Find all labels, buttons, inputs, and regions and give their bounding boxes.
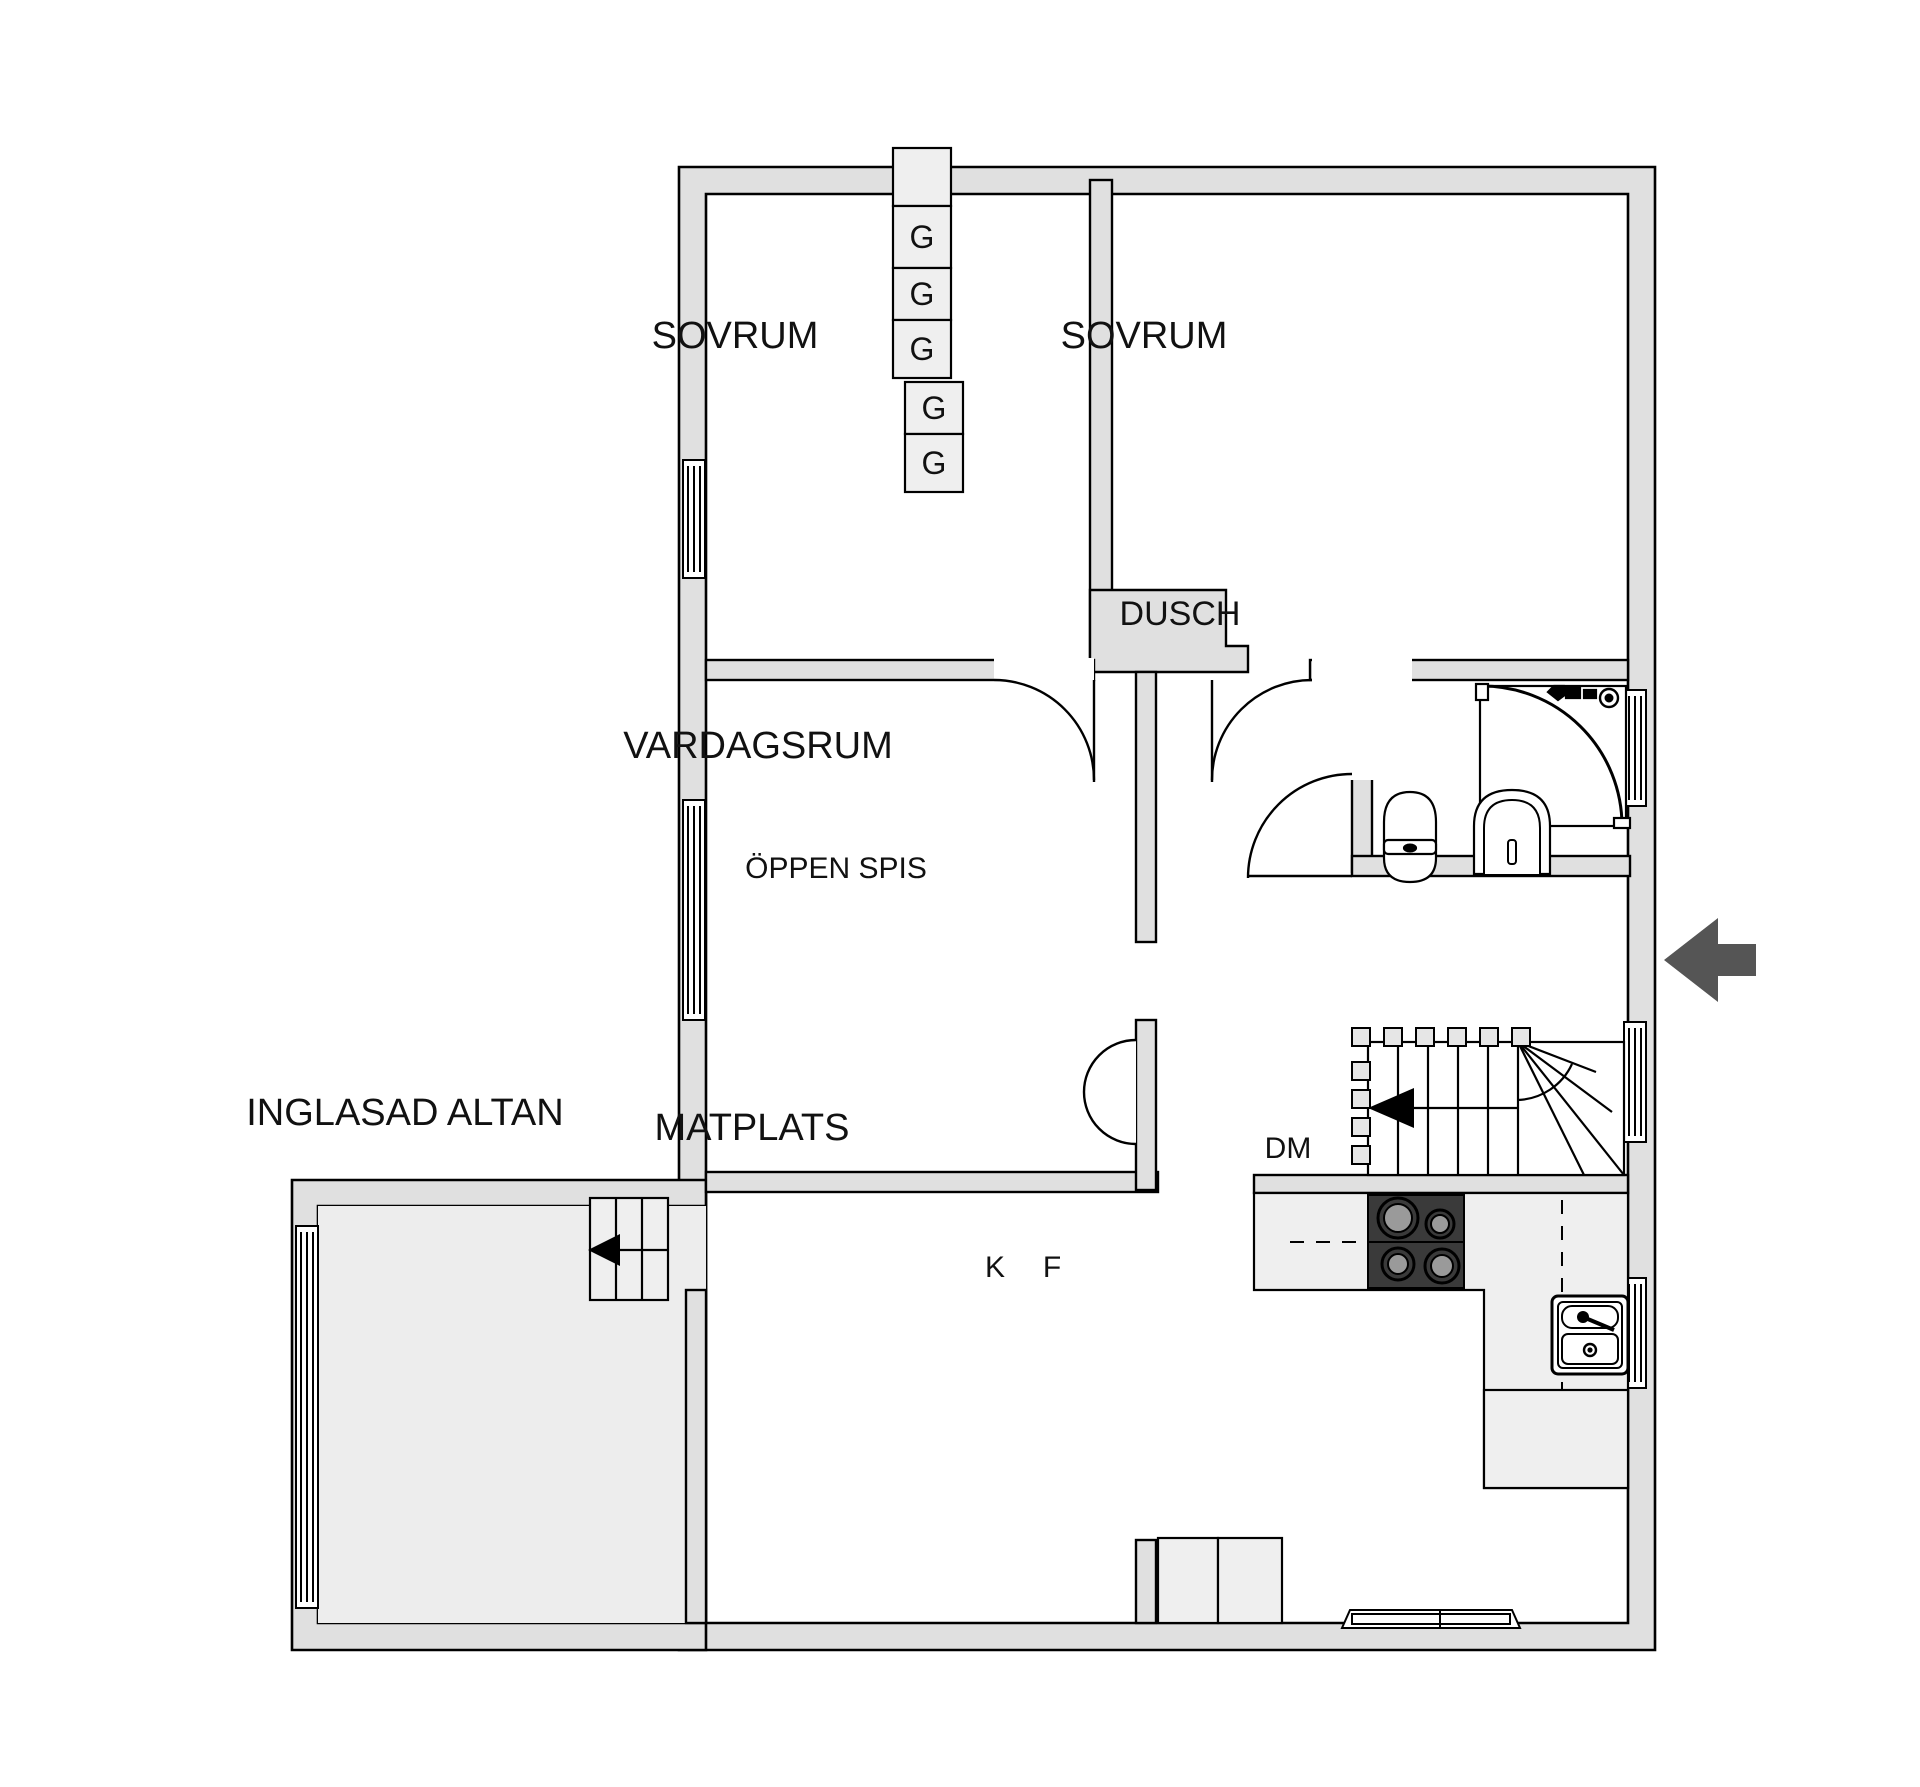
closet-g-1-label: G — [910, 219, 935, 255]
dusch-label: DUSCH — [1120, 595, 1241, 633]
closet-g-5-label: G — [922, 445, 947, 481]
closet-g-3-box — [891, 318, 953, 380]
winder-staircase — [1351, 1027, 1626, 1177]
room-labels: SOVRUM SOVRUM VARDAGSRUM DUSCH ÖPPEN SPIS MAT… — [246, 315, 1311, 1284]
closet-g-1: G — [891, 204, 953, 270]
door-swing-sovrum-right — [1210, 678, 1313, 781]
oppen-spis-label: ÖPPEN SPIS — [745, 852, 927, 885]
appliance-f-label: F — [1043, 1251, 1061, 1284]
wall-kitchen-under-stairs — [1252, 1173, 1630, 1195]
exterior-wall-main-block — [677, 165, 1657, 1652]
wall-terrace-inner-edge — [684, 1288, 708, 1625]
four-burner-cooktop-icon — [1367, 1194, 1465, 1289]
entrance-arrow — [1664, 918, 1756, 1002]
matplats-label: MATPLATS — [655, 1107, 850, 1149]
closet-g-4-box — [903, 380, 965, 436]
closet-g-2: G — [891, 266, 953, 322]
open-fireplace-icon — [1082, 1038, 1137, 1146]
door-opening-sovrum-right — [1312, 658, 1412, 682]
closet-empty-top-box — [891, 146, 953, 208]
closet-g-1-box — [891, 204, 953, 270]
porch-steps-icon — [588, 1196, 670, 1302]
bathroom-fixtures — [1382, 682, 1632, 884]
window-bathroom-right — [1623, 689, 1647, 807]
sovrum-right-label: SOVRUM — [1061, 315, 1228, 357]
door-swing-bathroom — [1246, 772, 1353, 879]
kitchen-sink-icon — [1550, 1294, 1630, 1376]
door-swing-sovrum-left — [993, 678, 1096, 781]
closet-g-2-label: G — [910, 276, 935, 312]
window-terrace-left — [295, 1225, 319, 1609]
toilet-icon — [1382, 790, 1438, 884]
corner-shower-icon — [1474, 682, 1632, 830]
wash-basin-icon — [1472, 788, 1552, 876]
window-sovrum-left — [682, 459, 706, 579]
appliance-cell-k — [1156, 1536, 1220, 1625]
closet-g-3: G — [891, 318, 953, 380]
closet-g-5: G — [903, 432, 965, 494]
door-opening-bathroom — [1350, 680, 1374, 780]
kitchen-group — [1156, 1191, 1630, 1625]
wall-vardagsrum-right — [1134, 1018, 1158, 1192]
dishwasher-cell — [1482, 1388, 1630, 1490]
wall-hall-vertical — [1134, 670, 1158, 944]
stair-direction-arrow — [1368, 1088, 1414, 1128]
doors — [993, 658, 1412, 879]
inglasad-altan-label: INGLASAD ALTAN — [246, 1092, 563, 1134]
closet-g-4-label: G — [922, 390, 947, 426]
wall-matplats-kitchen — [1134, 1538, 1158, 1625]
closet-g-4: G — [903, 380, 965, 436]
window-vardagsrum-left — [682, 799, 706, 1021]
closet-empty-top — [891, 146, 953, 208]
window-stairs-right — [1623, 1021, 1647, 1143]
closet-g-3-label: G — [910, 331, 935, 367]
door-opening-sovrum-left — [994, 658, 1094, 682]
closet-g-2-box — [891, 266, 953, 322]
sovrum-left-label: SOVRUM — [652, 315, 819, 357]
window-bottom-entry — [1340, 1609, 1522, 1629]
vardagsrum-label: VARDAGSRUM — [623, 725, 893, 767]
appliance-cell-f — [1216, 1536, 1284, 1625]
appliance-dm-label: DM — [1265, 1132, 1312, 1165]
closet-g-5-box — [903, 432, 965, 494]
wall-vardagsrum-matplats — [704, 1170, 1160, 1194]
stair-baluster-blocks — [1351, 1027, 1531, 1165]
appliance-k-label: K — [985, 1251, 1005, 1284]
